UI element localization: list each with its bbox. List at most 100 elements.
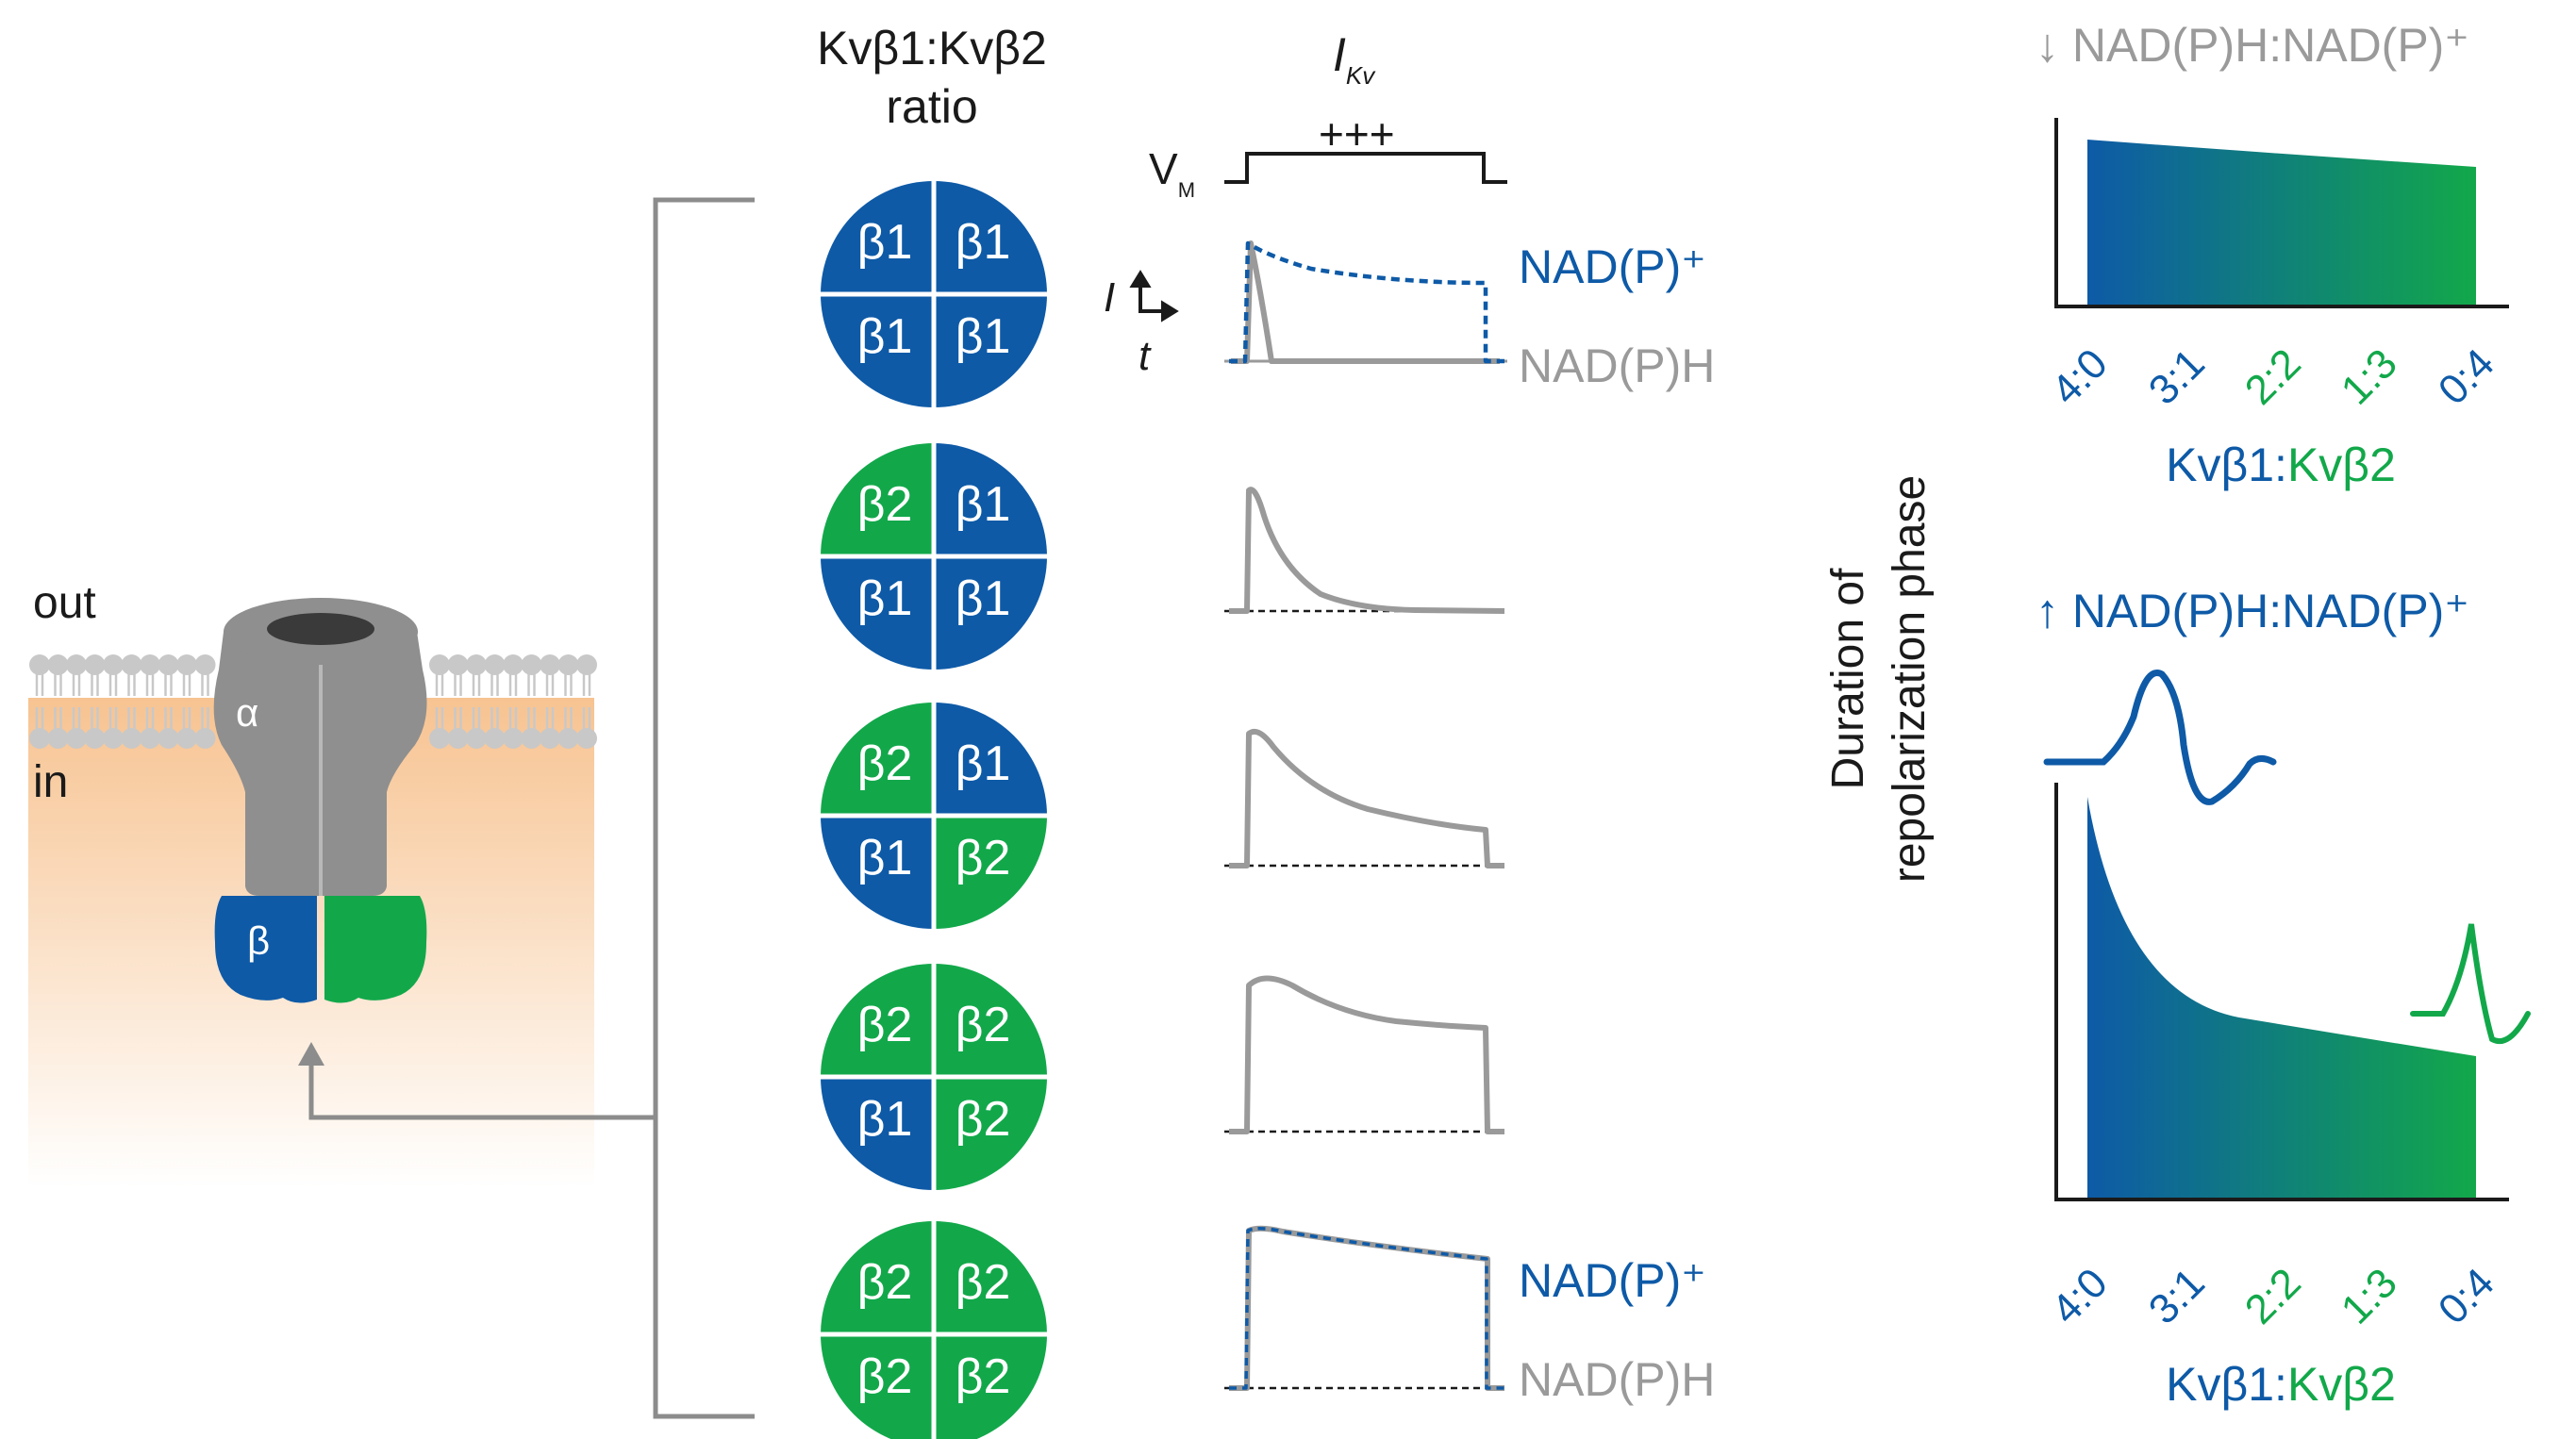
top-area [2087, 140, 2476, 306]
in-label: in [33, 757, 68, 807]
subunit-label: β1 [857, 215, 913, 270]
lipid-head [121, 654, 142, 675]
subunit-quadrant [934, 556, 1047, 670]
subunit-label: β1 [857, 1092, 913, 1147]
subunit-label: β2 [956, 1092, 1011, 1147]
lipid-head [503, 654, 524, 675]
top-axes [2054, 118, 2509, 308]
lipid-head [140, 728, 160, 749]
subunit-quadrant [934, 816, 1047, 929]
nadph-label-bottom: NAD(P)H [1519, 1353, 1715, 1406]
lipid-head [194, 728, 216, 749]
beta1-subunit [214, 896, 317, 1003]
short-action-potential-icon [2410, 923, 2531, 1045]
subunit-quadrant [934, 181, 1047, 294]
tetramer-1: β1 β1 β1 β1 [821, 181, 1047, 407]
subunit-quadrant [934, 703, 1047, 816]
x-tick-label: 1:3 [2333, 1260, 2406, 1333]
out-label: out [33, 578, 96, 628]
subunit-label: β1 [956, 309, 1011, 364]
lipid-head [521, 654, 542, 675]
lipid-head [66, 728, 87, 749]
ratio-header-line2: ratio [886, 80, 977, 133]
lipid-head [503, 728, 524, 749]
subunit-quadrant [934, 964, 1047, 1077]
subunit-quadrant [821, 443, 934, 556]
lipid-head [66, 654, 87, 675]
subunit-quadrant [821, 703, 934, 816]
axis-t-label: t [1138, 333, 1152, 379]
trace-labels: NAD(P)⁺ NAD(P)H NAD(P)⁺ NAD(P)H [1519, 240, 1715, 1406]
ratio-header: Kvβ1:Kvβ2 ratio [817, 22, 1047, 133]
x-tick-label: 0:4 [2430, 340, 2503, 414]
x-tick-label: 2:2 [2236, 1260, 2310, 1333]
beta-subunit-pair: β [214, 896, 427, 1003]
lipid-head [194, 654, 216, 675]
lipid-head [557, 654, 579, 675]
y-label-line2: repolarization phase [1885, 475, 1935, 883]
subunit-label: β1 [956, 215, 1011, 270]
lipid-head [84, 654, 106, 675]
lipid-head [29, 728, 50, 749]
lipid-head [484, 728, 506, 749]
subunit-quadrant [821, 294, 934, 407]
subunit-label: β2 [956, 998, 1011, 1052]
subunit-quadrant [934, 443, 1047, 556]
subunit-label: β1 [956, 477, 1011, 532]
lipid-head [158, 728, 179, 749]
bottom-axes [2054, 783, 2509, 1201]
lipid-head [176, 654, 197, 675]
trace-row-1 [1224, 240, 1507, 364]
subunit-label: β2 [956, 1349, 1011, 1404]
trace-row-4 [1224, 975, 1507, 1134]
subunit-quadrant [821, 816, 934, 929]
lipid-head [84, 728, 106, 749]
x-tick-label: 1:3 [2333, 340, 2406, 414]
lipid-head [103, 728, 124, 749]
subunit-quadrant [821, 1077, 934, 1190]
y-label-line1: Duration of [1823, 568, 1873, 789]
subunit-label: β1 [857, 831, 913, 885]
lipid-head [176, 728, 197, 749]
x-tick-label: 3:1 [2140, 340, 2214, 414]
x-tick-label: 0:4 [2430, 1260, 2503, 1333]
lipid-head [429, 654, 450, 675]
bottom-area [2087, 797, 2476, 1199]
subunit-label: β2 [857, 477, 913, 532]
lipid-head [158, 654, 179, 675]
beta-label: β [247, 918, 270, 963]
axis-i-label: I [1104, 274, 1115, 321]
subunit-quadrant [934, 1334, 1047, 1439]
vm-label: VM [1149, 144, 1195, 202]
subunit-label: β1 [857, 309, 913, 364]
y-axis-title: Duration of repolarization phase [1823, 475, 1935, 883]
lipid-head [576, 728, 597, 749]
lipid-head [47, 654, 69, 675]
top-x-label: Kvβ1:Kvβ2 [2166, 438, 2396, 491]
lipid-head [466, 654, 487, 675]
subunit-quadrant [934, 294, 1047, 407]
alpha-subunit: α [213, 598, 427, 896]
voltage-step [1224, 152, 1507, 184]
subunit-label: β2 [956, 831, 1011, 885]
ratio-header-line1: Kvβ1:Kvβ2 [817, 22, 1047, 74]
bracket-arrow [298, 197, 755, 1419]
i-kv-label: IKv [1333, 28, 1376, 90]
lipid-head [447, 654, 469, 675]
nadp-plus-label-top: NAD(P)⁺ [1519, 240, 1706, 293]
plus-label: +++ [1319, 109, 1395, 158]
lipid-head [540, 728, 560, 749]
subunit-quadrant [821, 556, 934, 670]
bottom-x-label: Kvβ1:Kvβ2 [2166, 1358, 2396, 1411]
lipid-head [103, 654, 124, 675]
long-action-potential-icon [2043, 670, 2277, 805]
